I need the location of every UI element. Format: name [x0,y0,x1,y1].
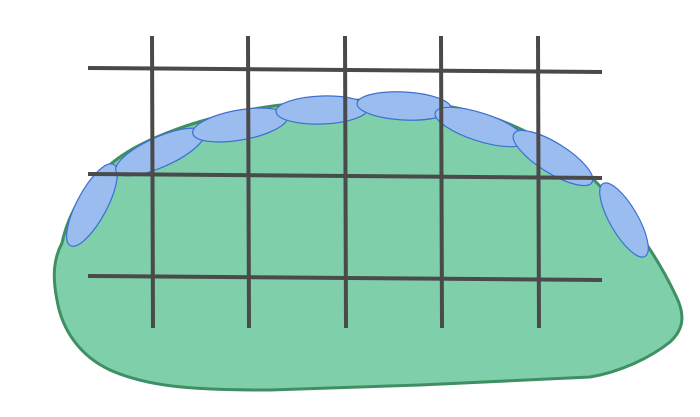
grid [87,35,603,329]
grid-vertical-line [150,35,155,329]
boundary-ellipse [66,163,118,247]
boundary-ellipse [599,182,649,258]
grid-vertical-line [439,35,444,329]
grid-vertical-line [343,35,348,329]
boundary-ellipse [512,129,594,187]
grid-vertical-line [246,35,251,329]
grid-vertical-line [536,35,541,329]
